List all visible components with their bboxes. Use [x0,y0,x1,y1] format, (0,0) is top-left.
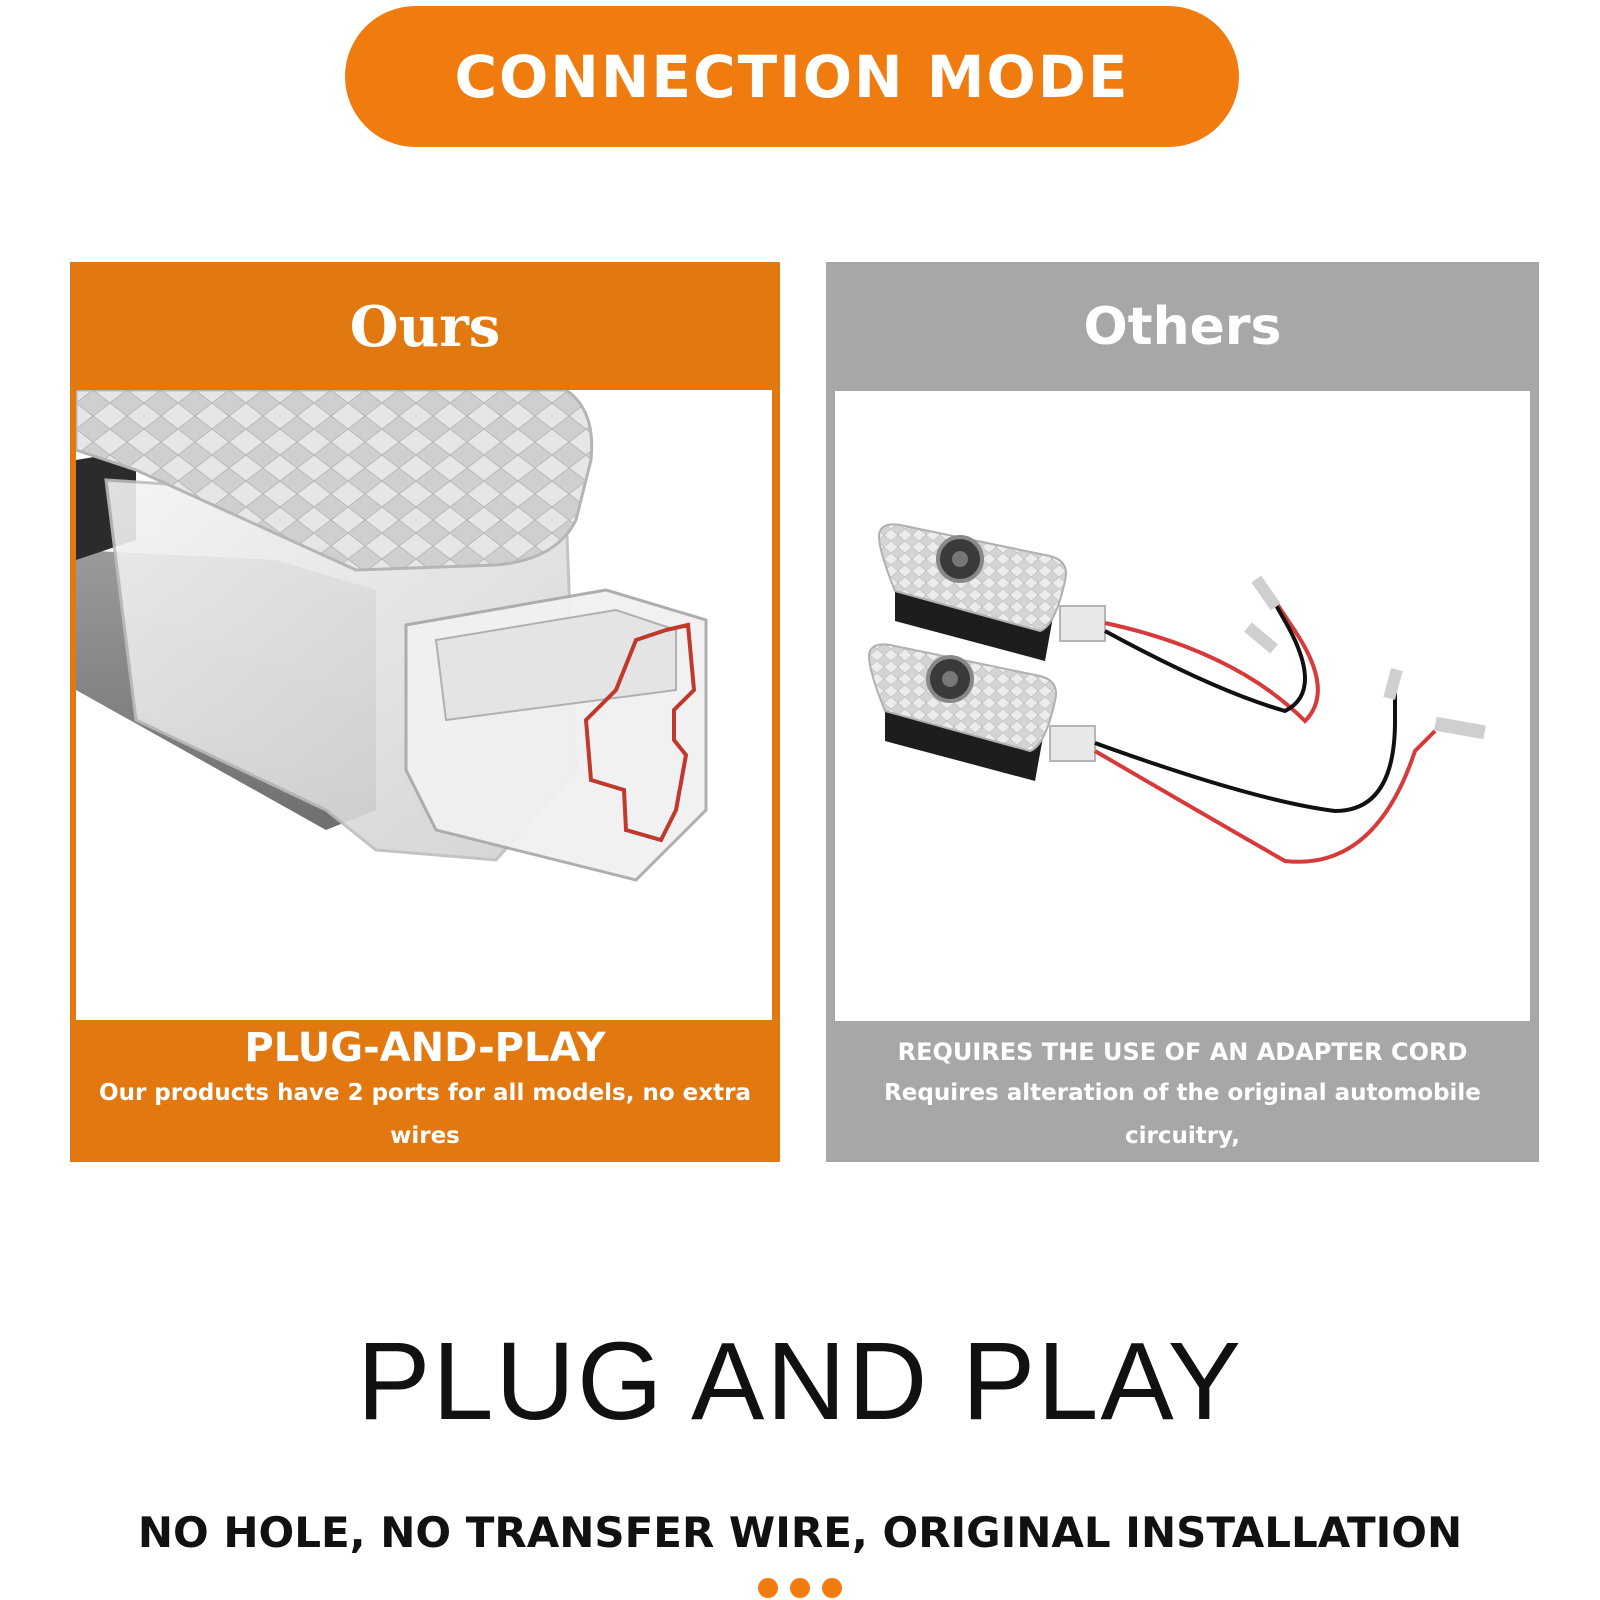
connection-mode-banner: CONNECTION MODE [345,6,1239,147]
others-product-image [835,391,1530,1021]
subheadline: NO HOLE, NO TRANSFER WIRE, ORIGINAL INST… [137,1508,1463,1557]
others-desc-line1: Requires alteration of the original auto… [884,1080,1481,1149]
ours-label: Ours [349,294,501,360]
ours-card-footer: PLUG-AND-PLAY Our products have 2 ports … [70,1020,780,1192]
decorative-dots [0,1578,1600,1598]
ours-product-image [76,390,772,1020]
connector-closeup-icon [76,390,708,882]
projector-1 [878,523,1106,661]
dot-icon [822,1578,842,1598]
others-card: Others [826,262,1539,1192]
dot-icon [790,1578,810,1598]
others-card-footer: REQUIRES THE USE OF AN ADAPTER CORD Requ… [826,1020,1539,1192]
ours-card: Ours [70,262,780,1192]
ours-desc-line2: needed! OEM installation method, safe an… [90,1166,760,1192]
others-card-header: Others [826,262,1539,392]
ours-desc-line1: Our products have 2 ports for all models… [99,1080,751,1149]
banner-title: CONNECTION MODE [454,42,1130,111]
projector-2 [868,643,1096,781]
others-label: Others [1083,297,1282,357]
dot-icon [758,1578,778,1598]
ours-feature-title: PLUG-AND-PLAY [244,1025,606,1071]
wired-projector-lights-icon [868,523,1486,864]
ours-card-header: Ours [70,262,780,392]
others-desc-line2: resulting in an unsafe event [999,1166,1366,1192]
headline: PLUG AND PLAY [357,1320,1243,1443]
others-feature-title: REQUIRES THE USE OF AN ADAPTER CORD [897,1038,1468,1066]
